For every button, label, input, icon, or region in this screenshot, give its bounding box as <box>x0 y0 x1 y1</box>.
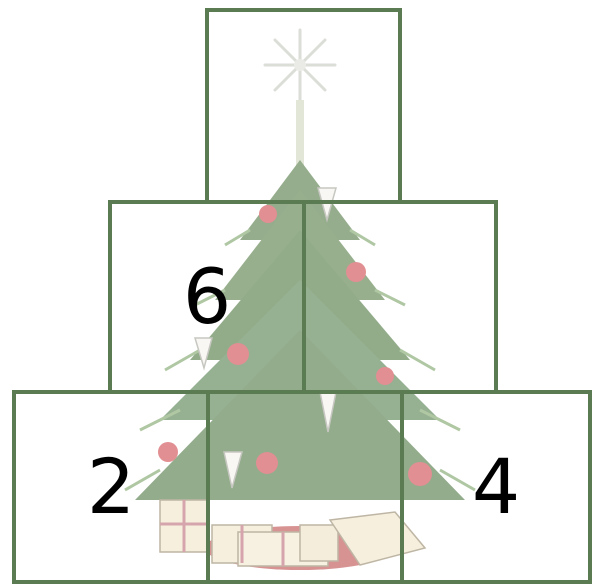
pyramid-cell-bottom-left[interactable]: 2 <box>12 390 210 584</box>
pyramid-cell-middle-right[interactable] <box>302 200 498 394</box>
pyramid-cell-middle-left[interactable]: 6 <box>108 200 306 394</box>
pyramid-cell-top[interactable] <box>205 8 402 204</box>
pyramid-cell-bottom-right[interactable]: 4 <box>400 390 592 584</box>
pyramid-cell-bottom-middle[interactable] <box>206 390 404 584</box>
